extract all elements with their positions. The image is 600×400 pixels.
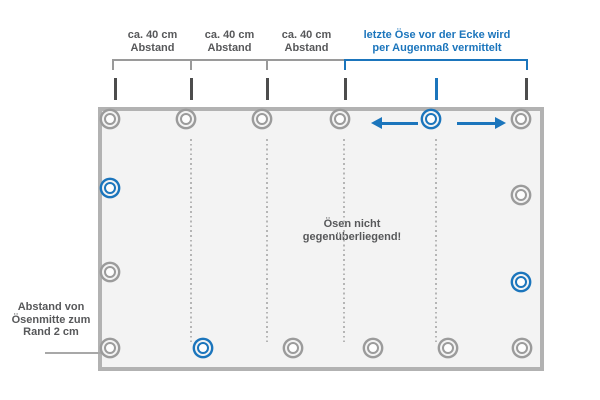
bracket-tick xyxy=(266,59,268,70)
eyelet-blue xyxy=(425,113,437,125)
center-note-line2: gegenüberliegend! xyxy=(302,230,402,243)
spacing-label-3-line2: Abstand xyxy=(284,41,329,54)
alignment-dashed-line xyxy=(190,139,192,342)
eyelet-gray xyxy=(334,113,346,125)
dimension-bracket-blue xyxy=(346,59,528,61)
guide-tick xyxy=(524,78,528,100)
eyelet-gray xyxy=(256,113,268,125)
guide-tick xyxy=(434,78,438,100)
banner-panel xyxy=(98,107,544,371)
bracket-tick xyxy=(344,59,346,70)
spacing-label-1-line1: ca. 40 cm xyxy=(127,29,178,41)
guide-tick xyxy=(189,78,193,100)
corner-note-line1: letzte Öse vor der Ecke wird xyxy=(363,29,511,41)
eyelet-gray xyxy=(516,342,528,354)
bracket-tick xyxy=(190,59,192,70)
eyelet-gray xyxy=(104,113,116,125)
eyelet-gray xyxy=(367,342,379,354)
eyelet-blue xyxy=(104,182,116,194)
arrow-left-shaft xyxy=(381,121,418,125)
guide-tick xyxy=(343,78,347,100)
leader-line xyxy=(45,352,106,354)
spacing-label-2-line2: Abstand xyxy=(207,41,252,54)
edge-note-line1: Abstand von xyxy=(17,301,85,313)
bracket-tick xyxy=(526,59,528,70)
dimension-bracket-gray xyxy=(113,59,346,61)
spacing-label-1-line2: Abstand xyxy=(130,41,175,54)
guide-tick xyxy=(113,78,117,100)
edge-note-line2: Ösenmitte zum xyxy=(11,313,91,326)
center-note: Ösen nicht gegenüberliegend! xyxy=(262,218,442,243)
alignment-dashed-line xyxy=(435,139,437,342)
spacing-label-3: ca. 40 cm Abstand xyxy=(246,29,367,54)
corner-note-line2: per Augenmaß vermittelt xyxy=(372,41,502,54)
arrow-right-icon xyxy=(495,116,506,129)
edge-note-line3: Rand 2 cm xyxy=(23,326,79,338)
eyelet-blue xyxy=(515,276,527,288)
alignment-dashed-line xyxy=(266,139,268,342)
edge-note: Abstand von Ösenmitte zum Rand 2 cm xyxy=(2,301,100,339)
spacing-label-1: ca. 40 cm Abstand xyxy=(92,29,213,54)
arrow-right-shaft xyxy=(457,121,495,125)
eyelet-gray xyxy=(515,189,527,201)
alignment-dashed-line xyxy=(343,139,345,342)
spacing-label-2-line1: ca. 40 cm xyxy=(204,29,255,41)
arrow-left-icon xyxy=(371,116,382,129)
eyelet-gray xyxy=(104,342,116,354)
eyelet-gray xyxy=(180,113,192,125)
eyelet-gray xyxy=(515,113,527,125)
eyelet-blue xyxy=(197,342,209,354)
spacing-label-2: ca. 40 cm Abstand xyxy=(169,29,290,54)
eyelet-gray xyxy=(104,266,116,278)
spacing-label-3-line1: ca. 40 cm xyxy=(281,29,332,41)
eyelet-gray xyxy=(287,342,299,354)
eyelet-gray xyxy=(442,342,454,354)
center-note-line1: Ösen nicht xyxy=(323,218,381,230)
guide-tick xyxy=(265,78,269,100)
corner-note: letzte Öse vor der Ecke wird per Augenma… xyxy=(337,29,537,54)
bracket-tick xyxy=(112,59,114,70)
